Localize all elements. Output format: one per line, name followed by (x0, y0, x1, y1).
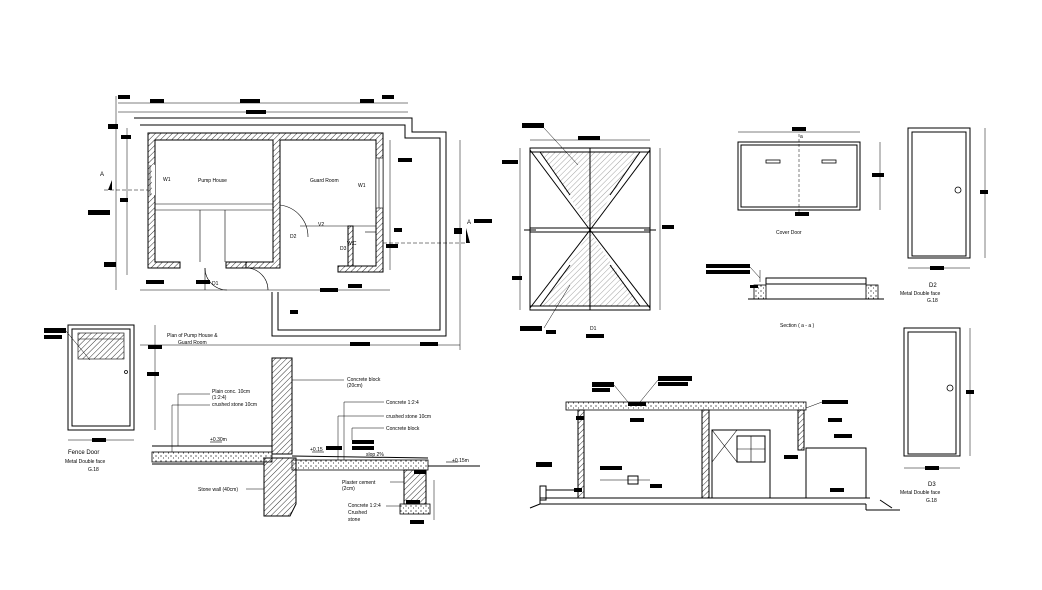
floor-plan: A A W1 Pump House Guard Room W1 D2 V2 D3… (88, 95, 492, 350)
cover-door-section: Section ( a - a ) (706, 264, 884, 329)
door-label-d3: D3 (340, 246, 347, 252)
detail-plaster2: (2cm) (342, 486, 355, 492)
detail-plain-conc: Plain conc. 10cm (212, 389, 250, 395)
section-mark-a-left: A (100, 172, 104, 178)
cover-door-plan: a Cover Door (737, 127, 884, 236)
vent-label-v2: V2 (318, 222, 324, 228)
detail-stone-wall: Stone wall (40cm) (198, 487, 238, 493)
detail-plaster: Plaster cement (342, 480, 376, 486)
gate-elevation: D1 (502, 123, 674, 338)
door-label-d2: D2 (290, 234, 297, 240)
window-label-w1: W1 (163, 177, 171, 183)
cover-section-label: Section ( a - a ) (780, 323, 815, 329)
door-d3-gauge: G.18 (926, 498, 937, 504)
fence-door-title: Fence Door (68, 450, 99, 456)
detail-slope: slop 2% (366, 452, 384, 458)
detail-concrete-block-top2: (20cm) (347, 383, 363, 389)
detail-ratio: (1:2:4) (212, 395, 227, 401)
fence-door-gauge: G.18 (88, 467, 99, 473)
plan-title-line1: Plan of Pump House & (167, 333, 218, 339)
door-d2-spec: Metal Double face (900, 291, 941, 297)
detail-crushed-stone-right: crushed stone 10cm (386, 414, 431, 420)
window-label-w1b: W1 (358, 183, 366, 189)
door-d2-elevation: D2 Metal Double face G.18 (900, 127, 988, 304)
building-section (529, 376, 900, 511)
gate-label-d1: D1 (590, 326, 597, 332)
room-label-guard-room: Guard Room (310, 178, 339, 184)
section-mark-a-right: A (467, 220, 471, 226)
cover-door-section-mark: a (800, 134, 803, 140)
detail-concrete-124: Concrete 1:2:4 (386, 400, 419, 406)
detail-concrete-block-right: Concrete block (386, 426, 420, 432)
room-label-pump-house: Pump House (198, 178, 227, 184)
detail-level-mid: +0.15 (310, 447, 323, 453)
detail-level-right: +0.15m (452, 458, 469, 464)
room-label-wc: W.C (347, 241, 357, 247)
detail-crushed-stone-left: crushed stone 10cm (212, 402, 257, 408)
door-d2-title: D2 (929, 283, 937, 289)
door-d2-gauge: G.18 (927, 298, 938, 304)
fence-door-spec: Metal Double face (65, 459, 106, 465)
door-d3-spec: Metal Double face (900, 490, 941, 496)
detail-stone-bottom: stone (348, 517, 360, 523)
fence-door-elevation: Fence Door Metal Double face G.18 (44, 324, 159, 473)
plan-title-line2: Guard Room (178, 340, 207, 346)
cover-door-label: Cover Door (776, 230, 802, 236)
door-d3-title: D3 (928, 482, 936, 488)
door-d3-elevation: D3 Metal Double face G.18 (900, 327, 974, 504)
detail-concrete-124-bottom: Concrete 1:2:4 (348, 503, 381, 509)
door-label-d1: D1 (212, 281, 219, 287)
plan-dimension-tags (88, 95, 492, 349)
detail-concrete-block-top: Concrete block (347, 377, 381, 383)
detail-crushed-bottom: Crushed (348, 510, 367, 516)
detail-level-left: +0.30m (210, 437, 227, 443)
wall-foundation-detail: Plain conc. 10cm (1:2:4) crushed stone 1… (151, 357, 480, 524)
